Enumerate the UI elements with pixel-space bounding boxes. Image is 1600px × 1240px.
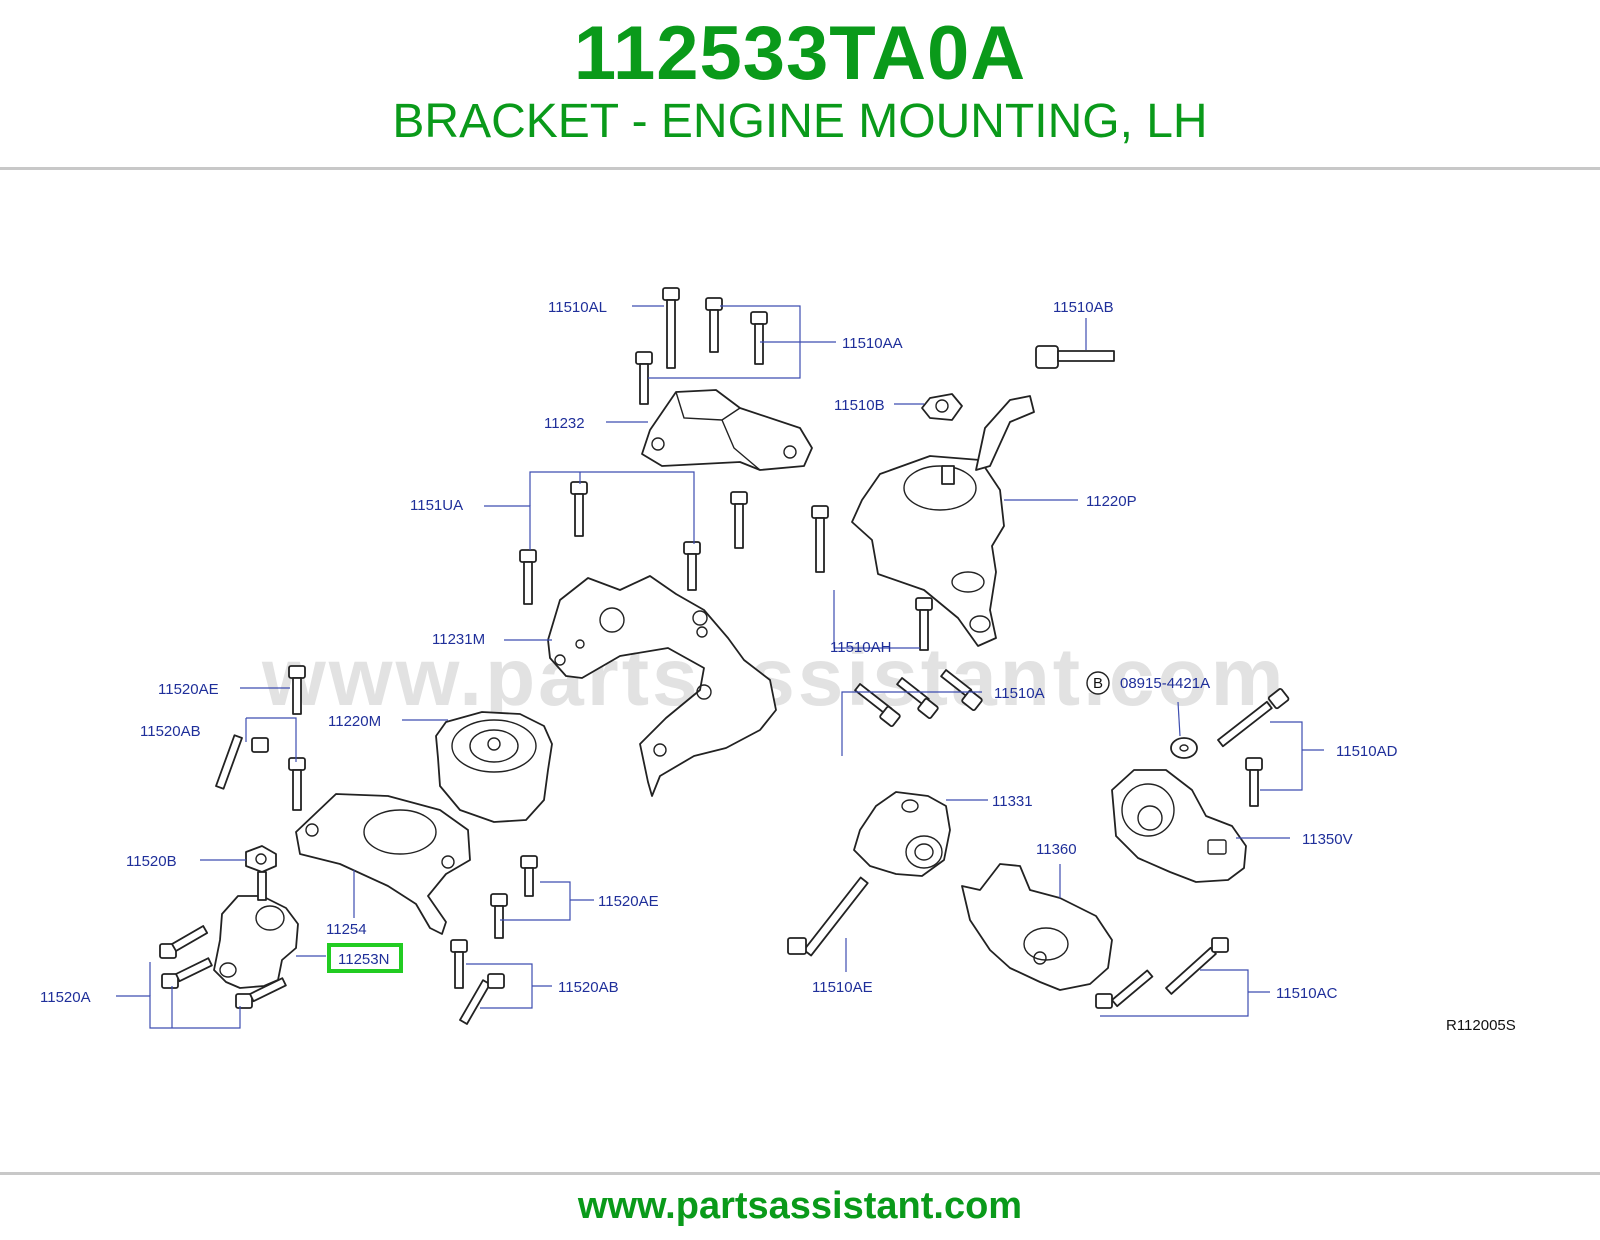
bolt-11510A-3[interactable]: [940, 669, 983, 711]
callout-11510AL[interactable]: 11510AL: [548, 299, 607, 316]
bolt-11520A-1[interactable]: [159, 925, 209, 959]
bolt-11520AB-bottom-2[interactable]: [459, 973, 505, 1025]
leader-lines: [116, 305, 1324, 1029]
bolt-11510AC-2[interactable]: [1165, 937, 1229, 995]
callout-1151UA[interactable]: 1151UA: [410, 497, 463, 514]
bolt-1151UA-4[interactable]: [683, 541, 701, 591]
mount-11360[interactable]: [961, 863, 1113, 991]
callout-11510B[interactable]: 11510B: [834, 397, 885, 414]
bolt-11510AB[interactable]: [1035, 345, 1115, 369]
callout-11253N-highlight[interactable]: 11253N: [327, 943, 403, 973]
mount-11331[interactable]: [853, 791, 951, 877]
bolt-11510AE[interactable]: [787, 876, 869, 957]
bolt-11520A-3[interactable]: [235, 977, 287, 1009]
footer-url-link[interactable]: www.partsassistant.com: [577, 1185, 1023, 1227]
parts-diagram: www.partsassistant.com: [0, 170, 1600, 1170]
callout-11520A[interactable]: 11520A: [40, 989, 91, 1006]
callout-11253N[interactable]: 11253N: [338, 951, 389, 968]
callout-11510AH[interactable]: 11510AH: [830, 639, 891, 656]
bolt-11510AA-2[interactable]: [750, 311, 768, 365]
bracket-11231M[interactable]: [547, 575, 777, 797]
callout-11220P[interactable]: 11220P: [1086, 493, 1137, 510]
bolt-11520AB-bottom-1[interactable]: [450, 939, 468, 989]
bolt-11510AH-1[interactable]: [811, 505, 829, 573]
diagram-code: R112005S: [1446, 1017, 1516, 1034]
nut-11510B[interactable]: [921, 393, 963, 421]
nut-11520B[interactable]: [245, 845, 277, 873]
washer-08915[interactable]: [1170, 737, 1198, 759]
callout-11510AC[interactable]: 11510AC: [1276, 985, 1338, 1002]
callout-11510AB[interactable]: 11510AB: [1053, 299, 1114, 316]
callout-11254[interactable]: 11254: [326, 921, 367, 938]
parts-diagram-svg: www.partsassistant.com: [40, 287, 1516, 1034]
callout-11520AB-top[interactable]: 11520AB: [140, 723, 201, 740]
bolt-11520AE-top[interactable]: [288, 665, 306, 715]
bracket-11253N[interactable]: [213, 871, 299, 989]
bolt-11510AA-1[interactable]: [705, 297, 723, 353]
header-divider: [0, 167, 1600, 170]
bolt-1151UA-1[interactable]: [570, 481, 588, 537]
bolt-11520AE-bottom-1[interactable]: [520, 855, 538, 897]
callout-11510AD[interactable]: 11510AD: [1336, 743, 1398, 760]
bolt-11510AD-2[interactable]: [1245, 757, 1263, 807]
callout-b-marker: B: [1086, 671, 1110, 695]
footer-divider: [0, 1172, 1600, 1175]
callout-11510A[interactable]: 11510A: [994, 685, 1045, 702]
bolt-11520AB-top-2[interactable]: [288, 757, 306, 811]
callout-11510AE[interactable]: 11510AE: [812, 979, 873, 996]
bolt-11510AL[interactable]: [662, 287, 680, 369]
bracket-11232[interactable]: [641, 389, 813, 471]
mount-11220M[interactable]: [435, 711, 553, 823]
callout-11331[interactable]: 11331: [992, 793, 1033, 810]
mount-11350V[interactable]: [1111, 769, 1247, 883]
bolt-11510AA-3[interactable]: [635, 351, 653, 405]
page-header: 112533TA0A BRACKET - ENGINE MOUNTING, LH: [0, 0, 1600, 168]
bolt-11510AD-1[interactable]: [1217, 688, 1290, 748]
bolt-11520AB-top-1[interactable]: [215, 734, 269, 790]
callout-11520AE-bottom[interactable]: 11520AE: [598, 893, 659, 910]
part-number-title: 112533TA0A: [573, 11, 1027, 96]
bolt-11520AE-bottom-2[interactable]: [490, 893, 508, 939]
callout-11231M[interactable]: 11231M: [432, 631, 485, 648]
callout-11520AE-top[interactable]: 11520AE: [158, 681, 219, 698]
callout-11520B[interactable]: 11520B: [126, 853, 177, 870]
callout-11520AB-bottom[interactable]: 11520AB: [558, 979, 619, 996]
callout-b-letter: B: [1093, 675, 1103, 692]
bolt-1151UA-3[interactable]: [519, 549, 537, 605]
callout-11350V[interactable]: 11350V: [1302, 831, 1353, 848]
bolt-11510AH-2[interactable]: [915, 597, 933, 651]
bolt-11510AC-1[interactable]: [1095, 969, 1154, 1009]
bolt-1151UA-2[interactable]: [730, 491, 748, 549]
callout-11360[interactable]: 11360: [1036, 841, 1077, 858]
mount-11220P[interactable]: [851, 395, 1035, 647]
part-name-subtitle: BRACKET - ENGINE MOUNTING, LH: [392, 95, 1208, 148]
plate-11254[interactable]: [295, 793, 471, 935]
callout-08915-4421A[interactable]: 08915-4421A: [1120, 675, 1210, 692]
callout-11220M[interactable]: 11220M: [328, 713, 381, 730]
callout-11232[interactable]: 11232: [544, 415, 585, 432]
bolt-11520A-2[interactable]: [161, 957, 213, 989]
callout-11510AA[interactable]: 11510AA: [842, 335, 903, 352]
